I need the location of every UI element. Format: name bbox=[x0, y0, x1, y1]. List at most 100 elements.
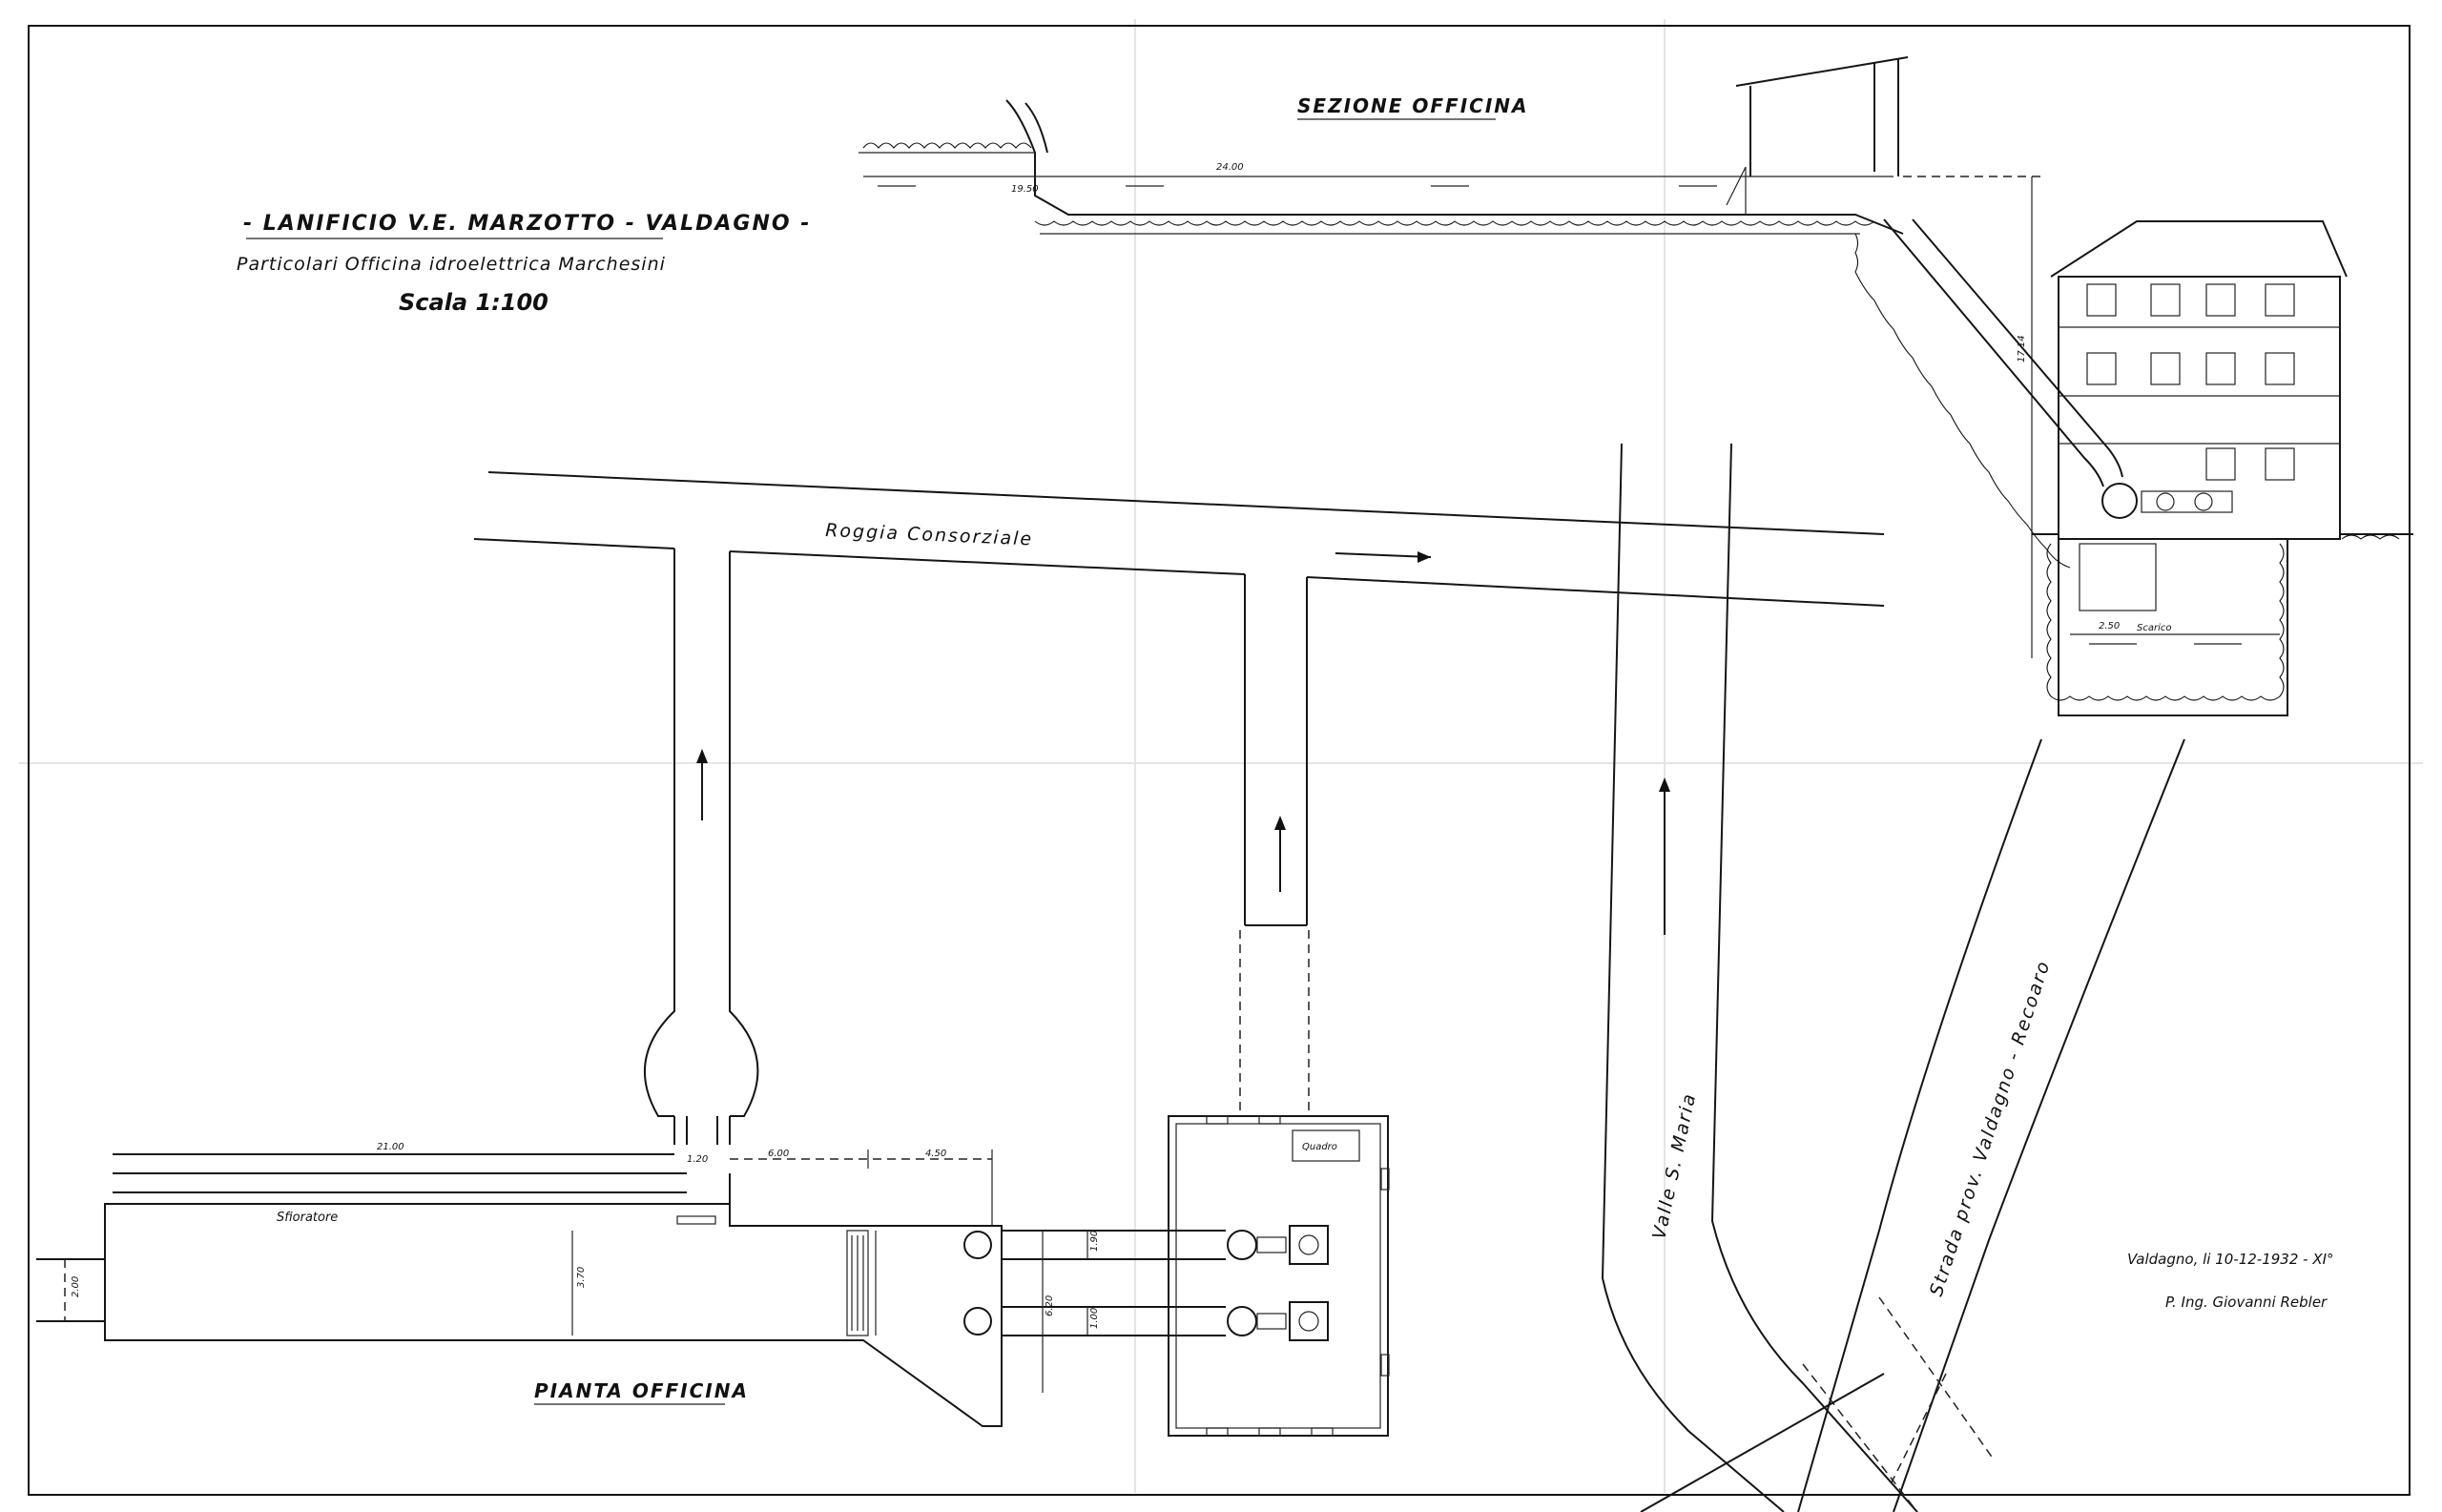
drawing-border bbox=[28, 25, 2411, 1496]
wall-window bbox=[1258, 1427, 1281, 1437]
generator-set bbox=[2141, 490, 2233, 513]
section-view: SEZIONE OFFICINA 24.00 19.50 17.14 bbox=[859, 56, 2413, 716]
turbine-casing bbox=[2101, 483, 2138, 519]
trash-rack bbox=[846, 1230, 869, 1336]
window bbox=[2265, 283, 2295, 317]
turbine-unit-1 bbox=[1227, 1230, 1257, 1260]
valley-right-bank bbox=[1710, 443, 1918, 1512]
penstock-upper bbox=[1883, 218, 2104, 487]
flow-arrowhead-left bbox=[696, 749, 708, 763]
dim-segment-a: 6.00 bbox=[768, 1149, 789, 1159]
trash-rack-frame bbox=[846, 1230, 869, 1336]
plan-heading: PIANTA OFFICINA bbox=[534, 1379, 749, 1402]
channel-masonry bbox=[1034, 220, 1875, 226]
window bbox=[2150, 283, 2181, 317]
unit-2-coupling bbox=[1256, 1313, 1287, 1330]
window bbox=[2086, 352, 2117, 385]
gate-shelter bbox=[1735, 56, 1909, 176]
window bbox=[2205, 283, 2236, 317]
dim-inlet-width: 1.20 bbox=[687, 1154, 708, 1165]
generator-1-rotor bbox=[1298, 1234, 1319, 1255]
plan-dimensions: 21.00 1.20 6.00 4.50 3.70 6.20 1.90 1.00 bbox=[113, 1142, 1100, 1393]
generator-2 bbox=[1289, 1301, 1329, 1341]
fold-lines bbox=[19, 19, 2423, 1493]
control-panel bbox=[1292, 1129, 1360, 1162]
flow-arrowhead-middle bbox=[1274, 816, 1286, 830]
road-crossing-dashed bbox=[1802, 1296, 1995, 1512]
title-block: - LANIFICIO V.E. MARZOTTO - VALDAGNO - P… bbox=[237, 212, 811, 316]
gate-rack-brace bbox=[1726, 166, 1747, 206]
control-panel-label: Quadro bbox=[1302, 1142, 1337, 1152]
drawing-scale: Scala 1:100 bbox=[399, 289, 548, 316]
window bbox=[2150, 352, 2181, 385]
plan-view: Roggia Consorziale 2.00 Sfioratore bbox=[36, 471, 1885, 1437]
discharge-channel-middle bbox=[1244, 574, 1308, 925]
canal-lower-bank bbox=[473, 538, 1885, 607]
author-signature: P. Ing. Giovanni Rebler bbox=[2165, 1294, 2328, 1311]
spillway-gate bbox=[676, 1215, 716, 1225]
canal-flow-arrow bbox=[1335, 552, 1432, 558]
penstock-lower bbox=[1912, 218, 2123, 478]
channel-left-stub bbox=[36, 1258, 105, 1322]
dim-canal-length: 21.00 bbox=[377, 1142, 404, 1152]
section-heading: SEZIONE OFFICINA bbox=[1297, 94, 1528, 117]
canal-upper-bank bbox=[487, 471, 1885, 535]
ground-stones bbox=[2341, 534, 2400, 540]
bank-stones bbox=[862, 142, 1032, 149]
road-edges bbox=[1797, 738, 2185, 1512]
generator-rotor bbox=[2194, 492, 2213, 511]
wall-window bbox=[1380, 1168, 1390, 1191]
channel-upstream-wall bbox=[1024, 102, 1048, 154]
inlet-walls bbox=[673, 1116, 731, 1145]
dim-house-depth: 6.20 bbox=[1045, 1295, 1055, 1316]
height-dimension-value: 17.14 bbox=[2017, 335, 2027, 362]
tailrace-label: Scarico bbox=[2137, 623, 2171, 633]
penstocks-plan bbox=[1002, 1230, 1226, 1336]
generator-flywheel bbox=[2156, 492, 2175, 511]
slope-masonry bbox=[1854, 233, 2071, 569]
level-upper: 24.00 bbox=[1216, 162, 1244, 173]
tailrace-chamber bbox=[2079, 543, 2157, 611]
valley-flow-arrowhead bbox=[1659, 777, 1670, 792]
dim-pipe-b: 1.00 bbox=[1089, 1308, 1100, 1329]
window bbox=[2205, 447, 2236, 481]
generator-1 bbox=[1289, 1225, 1329, 1265]
window bbox=[2205, 352, 2236, 385]
tailrace-pit bbox=[2058, 538, 2288, 716]
dim-segment-b: 4.50 bbox=[925, 1149, 946, 1159]
powerhouse-plan: Quadro bbox=[1168, 1115, 1390, 1437]
wall-window bbox=[1380, 1354, 1390, 1377]
generator-2-rotor bbox=[1298, 1311, 1319, 1332]
drawing-subtitle: Particolari Officina idroelettrica March… bbox=[237, 254, 666, 275]
spillway-label: Sfioratore bbox=[277, 1211, 338, 1225]
wall-window bbox=[1311, 1427, 1334, 1437]
valley-left-bank bbox=[1601, 443, 1785, 1512]
window bbox=[2086, 283, 2117, 317]
penstock-intake-1 bbox=[963, 1231, 992, 1259]
discharge-channel-left bbox=[643, 549, 759, 1117]
wall-window bbox=[1206, 1427, 1229, 1437]
dim-channel-width: 3.70 bbox=[576, 1267, 587, 1288]
powerhouse-building bbox=[2050, 220, 2348, 540]
window bbox=[2265, 447, 2295, 481]
signature-block: Valdagno, li 10-12-1932 - XI° P. Ing. Gi… bbox=[2127, 1251, 2334, 1311]
canal-flow-arrowhead bbox=[1418, 551, 1431, 563]
channel-bed bbox=[1005, 99, 1904, 235]
dim-pipe-a: 1.90 bbox=[1089, 1231, 1100, 1252]
level-lower: 19.50 bbox=[1011, 184, 1039, 195]
unit-1-coupling bbox=[1256, 1236, 1287, 1253]
left-width-value: 2.00 bbox=[71, 1276, 81, 1297]
drawing-title: - LANIFICIO V.E. MARZOTTO - VALDAGNO - bbox=[243, 212, 811, 236]
place-date: Valdagno, li 10-12-1932 - XI° bbox=[2127, 1251, 2334, 1268]
wall-window bbox=[1206, 1115, 1229, 1125]
window bbox=[2265, 352, 2295, 385]
penstock-intake-2 bbox=[963, 1307, 992, 1336]
road-crossing bbox=[1640, 1373, 1885, 1512]
tailrace-level: 2.50 bbox=[2099, 621, 2120, 632]
pit-masonry bbox=[2046, 543, 2285, 701]
building-roof bbox=[2050, 220, 2348, 278]
turbine-unit-2 bbox=[1227, 1306, 1257, 1336]
underground-channel bbox=[1239, 930, 1310, 1116]
wall-window bbox=[1258, 1115, 1281, 1125]
